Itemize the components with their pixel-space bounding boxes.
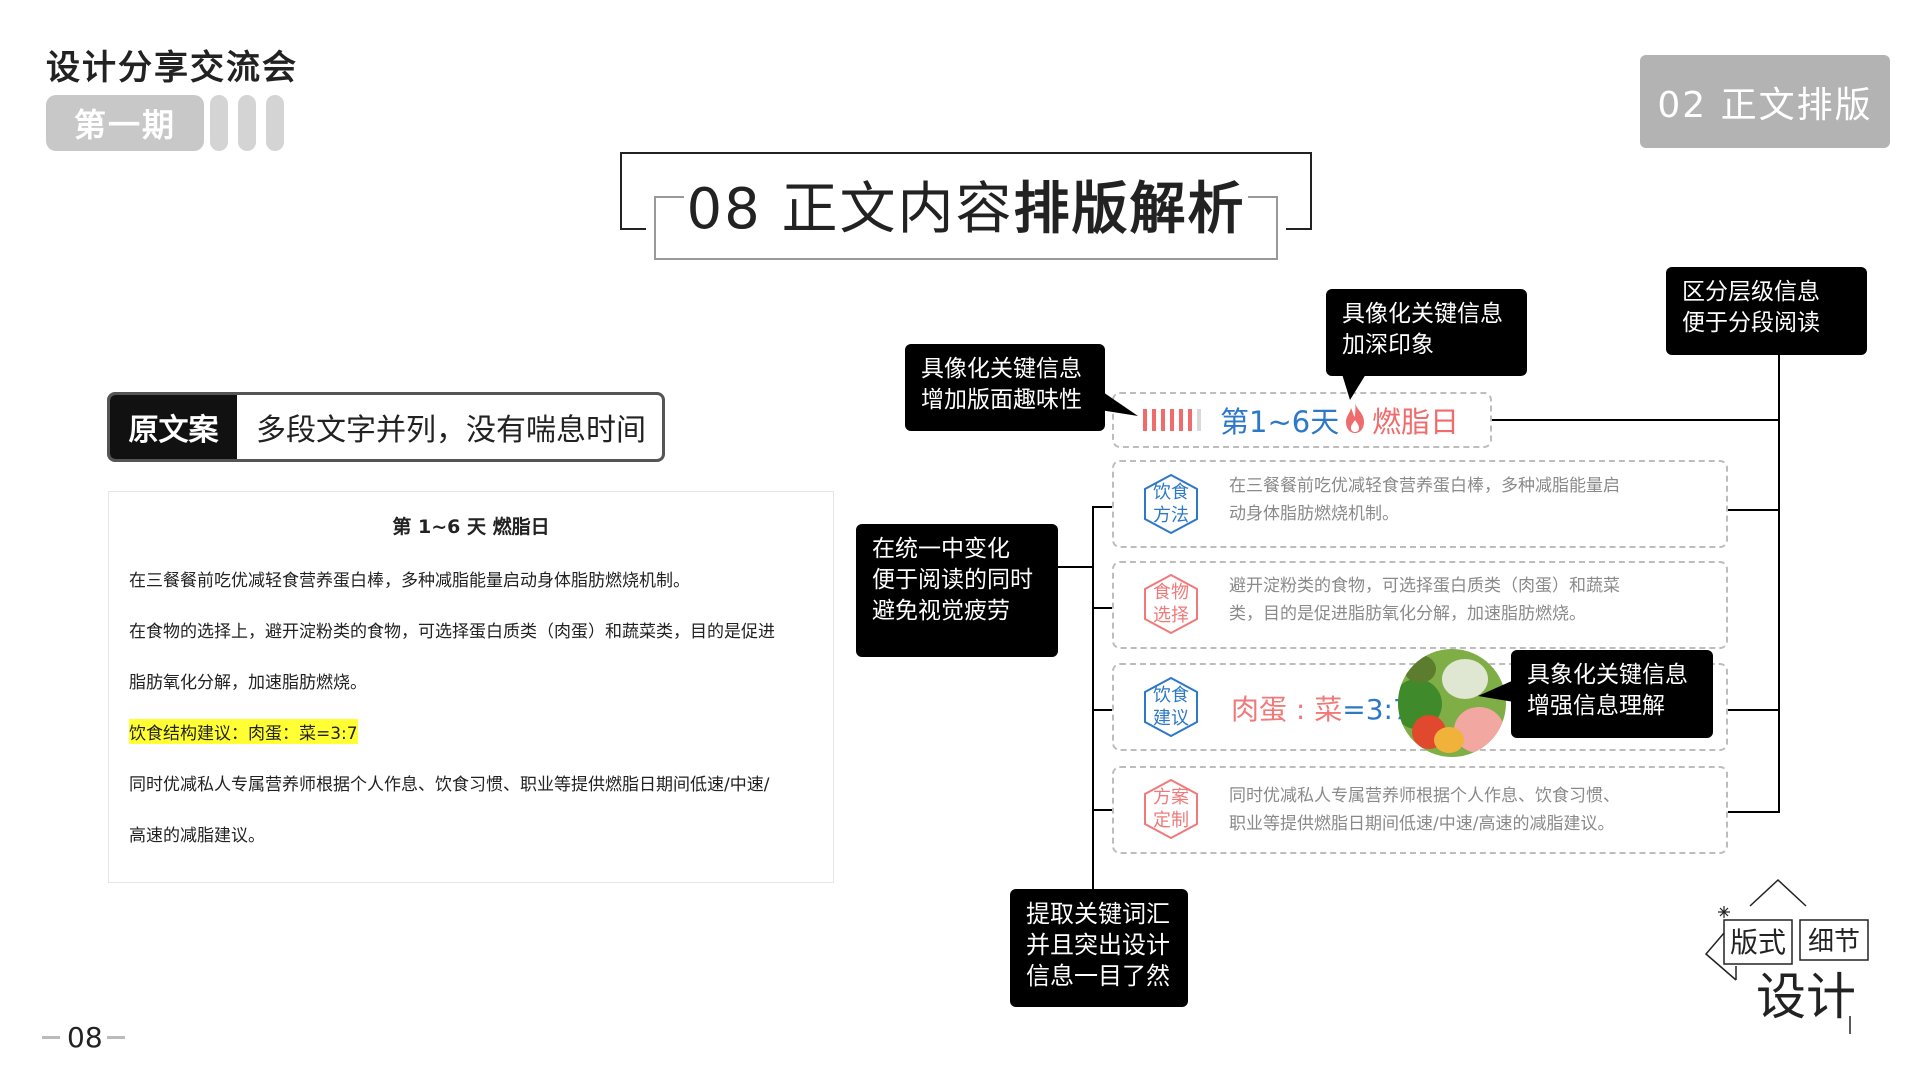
- tag-line: 方案: [1153, 787, 1189, 808]
- designed-heading-burn: 燃脂日: [1372, 405, 1460, 439]
- item-line: 避开淀粉类的食物，可选择蛋白质类（肉蛋）和蔬菜: [1229, 576, 1620, 596]
- designed-item: [1112, 460, 1728, 548]
- callout-keywords: 提取关键词汇并且突出设计信息一目了然: [1010, 889, 1188, 1007]
- tag-line: 方法: [1153, 505, 1189, 526]
- hexagon-tag: 食物选择: [1143, 573, 1199, 635]
- designed-item: [1112, 561, 1728, 649]
- title-frame-inner: [654, 196, 1278, 260]
- designed-heading-box: [1112, 392, 1492, 448]
- item-line: 类，目的是促进脂肪氧化分解，加速脂肪燃烧。: [1229, 604, 1586, 624]
- callout-line: 加深印象: [1342, 332, 1434, 358]
- callout-unity-variation: 在统一中变化便于阅读的同时避免视觉疲劳: [856, 524, 1058, 657]
- connector-line: [1726, 509, 1780, 511]
- event-title: 设计分享交流会: [46, 48, 298, 88]
- tag-line: 定制: [1153, 810, 1189, 831]
- hexagon-tag: 饮食建议: [1143, 676, 1199, 738]
- decor-pill: [266, 95, 284, 151]
- title-frame-foot: [620, 228, 646, 230]
- callout-line: 便于阅读的同时: [872, 567, 1033, 593]
- diet-ratio: 肉蛋 : 菜=3:7: [1231, 688, 1411, 728]
- connector-line: [1058, 566, 1094, 568]
- corner-logo: 版式 细节 设计: [1704, 878, 1869, 1034]
- designed-item: [1112, 766, 1728, 854]
- item-line: 动身体脂肪燃烧机制。: [1229, 504, 1399, 524]
- original-line: 高速的减脂建议。: [129, 826, 265, 846]
- title-frame-cap: [654, 196, 684, 198]
- callout-line: 具像化关键信息: [1342, 301, 1503, 327]
- decor-pill: [238, 95, 256, 151]
- original-line: 在食物的选择上，避开淀粉类的食物，可选择蛋白质类（肉蛋）和蔬菜类，目的是促进: [129, 622, 775, 642]
- callout-line: 并且突出设计: [1026, 931, 1170, 959]
- logo-word-2: 细节: [1808, 926, 1860, 956]
- callout-line: 增加版面趣味性: [921, 387, 1082, 413]
- tag-line: 食物: [1153, 582, 1189, 603]
- callout-layered: 区分层级信息便于分段阅读: [1666, 267, 1867, 355]
- original-label: 原文案 多段文字并列，没有喘息时间: [107, 392, 665, 462]
- callout-line: 具象化关键信息: [1527, 662, 1688, 688]
- callout-concretize-memory: 具像化关键信息加深印象: [1326, 289, 1527, 376]
- designed-item-text: 避开淀粉类的食物，可选择蛋白质类（肉蛋）和蔬菜类，目的是促进脂肪氧化分解，加速脂…: [1229, 572, 1620, 628]
- original-label-desc: 多段文字并列，没有喘息时间: [256, 413, 646, 448]
- stripes-icon: [1143, 409, 1213, 431]
- tag-line: 选择: [1153, 605, 1189, 626]
- title-emphasis: 排版解析: [1013, 177, 1246, 242]
- hexagon-tag: 方案定制: [1143, 778, 1199, 840]
- connector-line: [1490, 419, 1779, 421]
- designed-item-text: 在三餐餐前吃优减轻食营养蛋白棒，多种减脂能量启动身体脂肪燃烧机制。: [1229, 472, 1620, 528]
- callout-pointer: [1342, 374, 1366, 400]
- tag-line: 饮食: [1153, 482, 1189, 503]
- connector-line: [1778, 354, 1780, 813]
- food-image: [1398, 649, 1506, 757]
- callout-line: 在统一中变化: [872, 536, 1010, 562]
- item-line: 职业等提供燃脂日期间低速/中速/高速的减脂建议。: [1229, 814, 1615, 834]
- page-number: 08: [67, 1021, 103, 1054]
- callout-line: 区分层级信息: [1682, 279, 1820, 305]
- original-line: 同时优减私人专属营养师根据个人作息、饮食习惯、职业等提供燃脂日期间低速/中速/: [129, 775, 770, 795]
- connector-line: [1092, 506, 1094, 892]
- callout-concretize-understand: 具象化关键信息增强信息理解: [1511, 650, 1713, 738]
- callout-pointer: [1100, 390, 1138, 416]
- page-number-dash: [42, 1036, 60, 1039]
- connector-line: [1726, 709, 1780, 711]
- original-card-title: 第 1~6 天 燃脂日: [392, 516, 550, 538]
- original-label-tag: 原文案: [110, 395, 237, 459]
- callout-line: 提取关键词汇: [1026, 900, 1170, 928]
- title-frame-cap: [1248, 196, 1278, 198]
- callout-line: 增强信息理解: [1527, 693, 1665, 719]
- original-line: 在三餐餐前吃优减轻食营养蛋白棒，多种减脂能量启动身体脂肪燃烧机制。: [129, 571, 690, 591]
- title-prefix: 08 正文内容: [686, 177, 1014, 242]
- page-title: 08 正文内容排版解析: [654, 170, 1278, 250]
- section-tag: 02 正文排版: [1640, 55, 1890, 148]
- issue-badge: 第一期: [46, 95, 204, 151]
- callout-line: 信息一目了然: [1026, 962, 1170, 990]
- decor-pill: [210, 95, 228, 151]
- original-line: 脂肪氧化分解，加速脂肪燃烧。: [129, 673, 367, 693]
- callout-line: 避免视觉疲劳: [872, 598, 1010, 624]
- connector-line: [1726, 811, 1780, 813]
- logo-word-1: 版式: [1730, 927, 1786, 958]
- tag-line: 建议: [1153, 708, 1189, 729]
- callout-line: 具像化关键信息: [921, 356, 1082, 382]
- page-number-dash: [107, 1036, 125, 1039]
- original-line-highlight: 饮食结构建议：肉蛋：菜=3:7: [129, 719, 358, 744]
- item-line: 在三餐餐前吃优减轻食营养蛋白棒，多种减脂能量启: [1229, 476, 1620, 496]
- ratio-left: 肉蛋 : 菜: [1231, 693, 1343, 726]
- callout-pointer: [1478, 680, 1514, 702]
- title-frame-foot: [1286, 228, 1312, 230]
- callout-line: 便于分段阅读: [1682, 310, 1820, 336]
- tag-line: 饮食: [1153, 685, 1189, 706]
- flame-icon: [1346, 403, 1364, 433]
- title-frame-outer: [620, 152, 1312, 230]
- original-card: 第 1~6 天 燃脂日 在三餐餐前吃优减轻食营养蛋白棒，多种减脂能量启动身体脂肪…: [108, 491, 834, 883]
- designed-item-text: 同时优减私人专属营养师根据个人作息、饮食习惯、职业等提供燃脂日期间低速/中速/高…: [1229, 782, 1620, 838]
- hexagon-tag: 饮食方法: [1143, 473, 1199, 535]
- callout-concretize-interest: 具像化关键信息增加版面趣味性: [905, 344, 1105, 431]
- logo-word-3: 设计: [1756, 969, 1856, 1025]
- item-line: 同时优减私人专属营养师根据个人作息、饮食习惯、: [1229, 786, 1620, 806]
- designed-heading-day: 第1~6天: [1220, 405, 1340, 439]
